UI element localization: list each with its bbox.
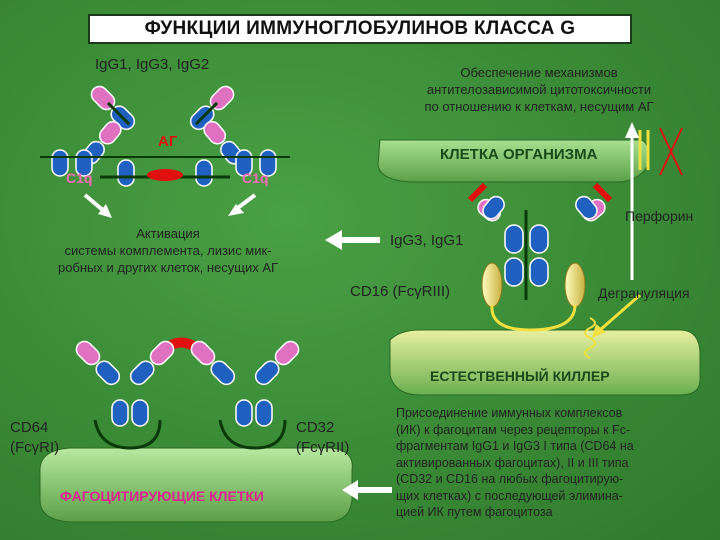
ic-line: активированных фагоцитах), II и III типа [396,455,714,472]
ic-line: щих клетках) с последующей элимина- [396,488,714,505]
ic-line: (CD32 и CD16 на любых фагоцитирую- [396,471,714,488]
adcc-line: по отношению к клеткам, несущим АГ [384,98,694,115]
complement-line: Активация [18,225,318,242]
adcc-line: антителозависимой цитотоксичности [384,81,694,98]
cd32-line: (FcγRII) [296,438,349,458]
adcc-description: Обеспечение механизмов антителозависимой… [384,64,694,115]
ic-line: (ИК) к фагоцитам через рецепторы к Fc- [396,422,714,439]
phagocyte-cell [40,448,352,522]
phagocytes-label: ФАГОЦИТИРУЮЩИЕ КЛЕТКИ [60,488,264,504]
c1q-left-label: C1q [66,170,92,186]
cd16-label: CD16 (FcγRIII) [350,283,450,300]
ic-description: Присоединение иммунных комплексов (ИК) к… [396,405,714,521]
nk-cell [390,330,700,395]
organism-cell-label: КЛЕТКА ОРГАНИЗМА [440,146,597,163]
c1q-right-label: C1q [242,170,268,186]
antigen-label: АГ [158,133,177,150]
cd32-line: CD32 [296,418,349,438]
ic-line: цией ИК путем фагоцитоза [396,504,714,521]
complement-description: Активация системы комплемента, лизис мик… [18,225,318,276]
ic-line: фрагментам IgG1 и IgG3 I типа (CD64 на [396,438,714,455]
cd64-line: (FcγRI) [10,438,59,458]
cd32-label: CD32 (FcγRII) [296,418,349,458]
page-title: ФУНКЦИИ ИММУНОГЛОБУЛИНОВ КЛАССА G [88,14,632,44]
perforin-label: Перфорин [625,208,693,224]
adcc-line: Обеспечение механизмов [384,64,694,81]
degranulation-label: Дегрануляция [598,285,690,301]
complement-line: робных и других клеток, несущих АГ [18,259,318,276]
cd64-line: CD64 [10,418,59,438]
complement-line: системы комплемента, лизис мик- [18,242,318,259]
phagocyte-antibodies [73,338,302,448]
igg-top-left-label: IgG1, IgG3, IgG2 [95,56,209,73]
cd64-label: CD64 (FcγRI) [10,418,59,458]
igg-middle-label: IgG3, IgG1 [390,232,463,249]
ic-line: Присоединение иммунных комплексов [396,405,714,422]
nk-cell-label: ЕСТЕСТВЕННЫЙ КИЛЛЕР [430,368,610,384]
